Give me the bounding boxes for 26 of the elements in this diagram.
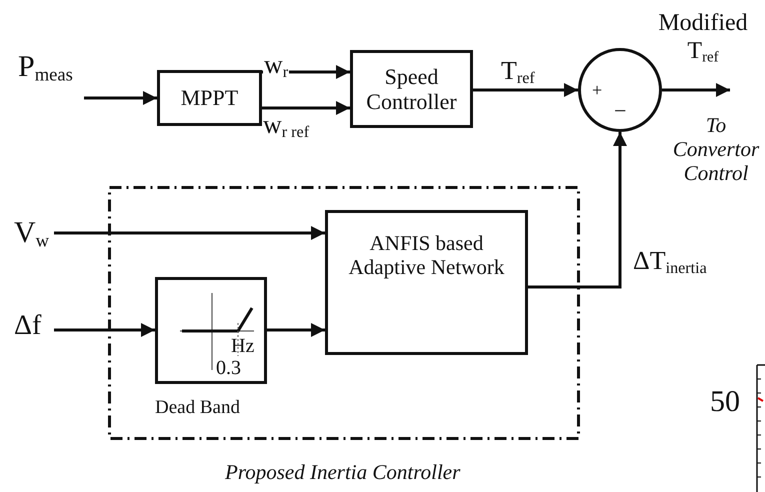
signal-arrow xyxy=(54,226,325,240)
block-caption: Dead Band xyxy=(155,397,240,419)
signal-arrow xyxy=(267,323,325,337)
block-label: ANFIS based Adaptive Network xyxy=(348,231,506,280)
destination-note: To Convertor Control xyxy=(672,113,760,186)
process-block xyxy=(350,50,473,128)
signal-arrow xyxy=(54,323,155,337)
threshold-value: 0.3 xyxy=(216,358,241,378)
block-label: MPPT xyxy=(180,85,238,111)
signal-arrow xyxy=(528,132,627,288)
axis-value: 50 xyxy=(709,385,741,420)
process-block xyxy=(325,210,528,355)
signal-label: V$_{w}$ xyxy=(14,218,50,252)
signal-label: P$_{meas}$ xyxy=(18,52,73,86)
minus-sign: − xyxy=(614,100,626,122)
signal-arrow xyxy=(84,91,157,105)
signal-arrow xyxy=(662,83,730,97)
signal-arrow xyxy=(262,101,350,115)
plus-sign: + xyxy=(592,81,602,99)
unit-label: Hz xyxy=(231,336,254,356)
process-block xyxy=(157,70,262,126)
group-caption: Proposed Inertia Controller xyxy=(225,460,460,485)
block-label: Speed Controller xyxy=(365,64,458,114)
signal-label: Δf xyxy=(14,312,42,340)
output-label: Modified T$_{ref}$ xyxy=(657,10,749,66)
signal-arrow xyxy=(473,83,578,97)
